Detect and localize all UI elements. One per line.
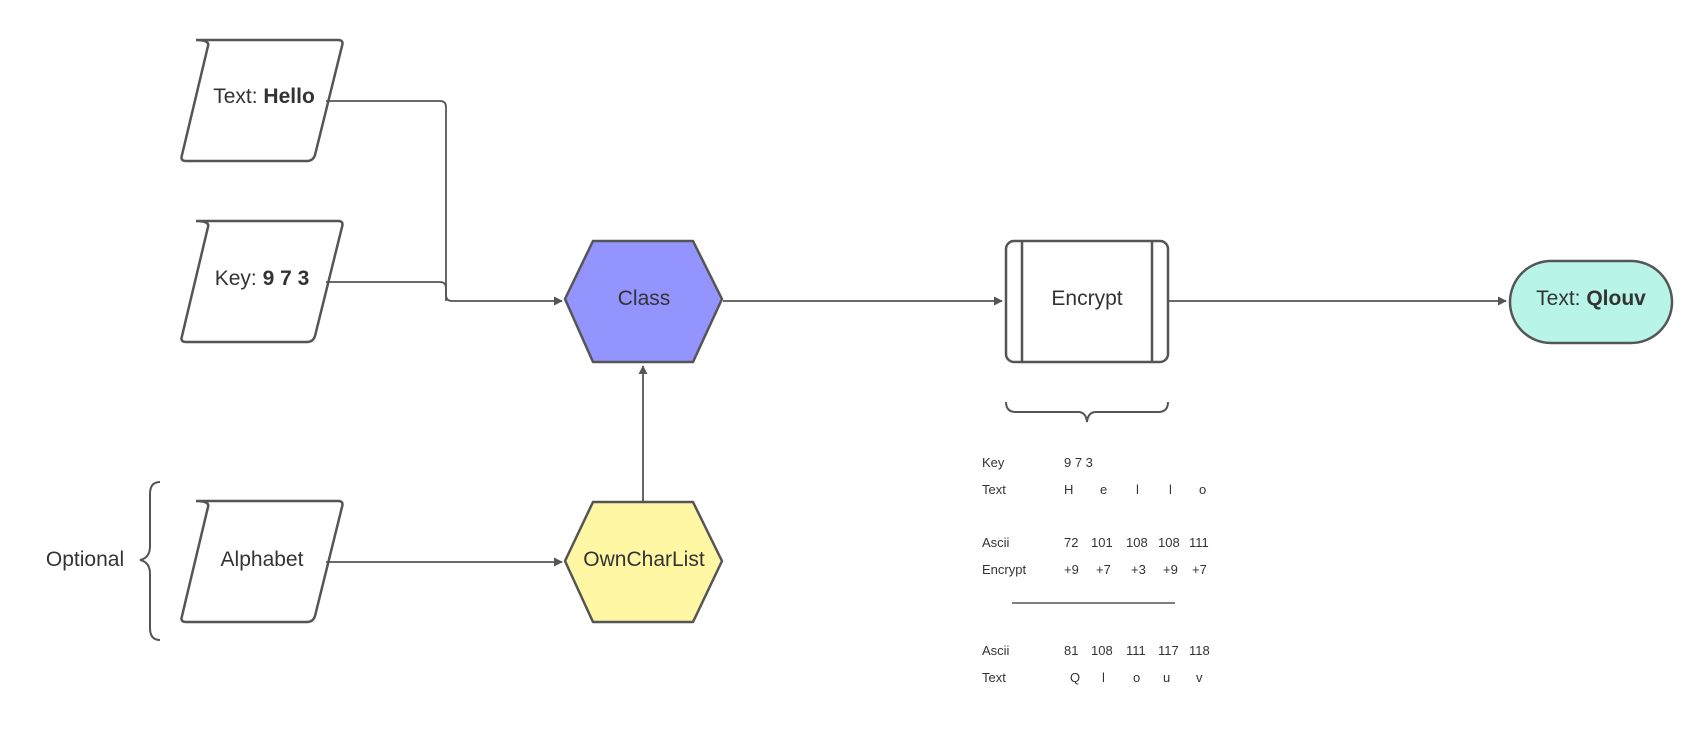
key-input-value: 9 7 3 (262, 267, 310, 290)
table-key-value: 9 7 3 (1064, 455, 1093, 470)
key-to-class-connector (326, 281, 447, 301)
table-text-char: e (1100, 482, 1108, 497)
key-input-prefix: Key: (214, 267, 257, 290)
table-result-ascii-value: 81 (1064, 643, 1079, 658)
table-ascii-value: 101 (1091, 535, 1113, 550)
table-text-char: l (1136, 482, 1139, 497)
table-ascii-value: 72 (1064, 535, 1079, 550)
key-input-shape[interactable] (180, 219, 344, 344)
alphabet-input-label: Alphabet (220, 548, 304, 571)
encrypt-brace (1005, 401, 1169, 423)
table-text-char: o (1199, 482, 1207, 497)
table-result-ascii-value: 118 (1189, 643, 1210, 658)
text-input-prefix: Text: (213, 85, 258, 108)
table-encrypt-value: +7 (1096, 562, 1111, 577)
output-node-value: Qlouv (1586, 287, 1646, 310)
text-input-label: Text: Hello (213, 85, 315, 109)
table-encrypt-value: +9 (1064, 562, 1079, 577)
text-to-class-connector (326, 100, 563, 306)
table-result-text-char: o (1133, 670, 1141, 685)
table-result-ascii-value: 117 (1158, 643, 1179, 658)
alphabet-input-shape[interactable] (180, 499, 344, 624)
table-text-char: l (1169, 482, 1172, 497)
table-result-ascii-value: 108 (1091, 643, 1113, 658)
text-input-value: Hello (263, 85, 315, 108)
table-result-text-char: l (1102, 670, 1105, 685)
table-ascii-value: 108 (1126, 535, 1148, 550)
table-result-text-char: v (1196, 670, 1203, 685)
table-encrypt-label: Encrypt (982, 562, 1027, 577)
ownchar-node-label: OwnCharList (583, 548, 705, 571)
table-encrypt-value: +3 (1131, 562, 1146, 577)
table-ascii-value: 108 (1158, 535, 1180, 550)
table-encrypt-value: +9 (1163, 562, 1178, 577)
output-node-shape[interactable] (1508, 259, 1674, 345)
table-result-ascii-value: 111 (1126, 643, 1146, 658)
table-result-text-label: Text (982, 670, 1006, 685)
class-node-shape[interactable] (563, 239, 724, 364)
table-result-ascii-label: Ascii (982, 643, 1010, 658)
class-node-label: Class (617, 287, 671, 310)
text-input-shape[interactable] (180, 38, 344, 163)
table-text-label: Text (982, 482, 1006, 497)
output-node-prefix: Text: (1536, 287, 1581, 310)
table-text-char: H (1064, 482, 1074, 497)
optional-brace (139, 481, 161, 641)
ownchar-node-shape[interactable] (563, 500, 724, 624)
table-ascii-label: Ascii (982, 535, 1010, 550)
encrypt-node-label: Encrypt (1051, 287, 1123, 310)
table-encrypt-value: +7 (1192, 562, 1207, 577)
table-result-text-char: u (1163, 670, 1171, 685)
table-result-text-char: Q (1070, 670, 1081, 685)
table-ascii-value: 111 (1189, 535, 1209, 550)
table-key-label: Key (982, 455, 1005, 470)
key-input-label: Key: 9 7 3 (215, 267, 310, 291)
output-node-label: Text: Qlouv (1536, 287, 1646, 311)
optional-label: Optional (45, 548, 125, 571)
